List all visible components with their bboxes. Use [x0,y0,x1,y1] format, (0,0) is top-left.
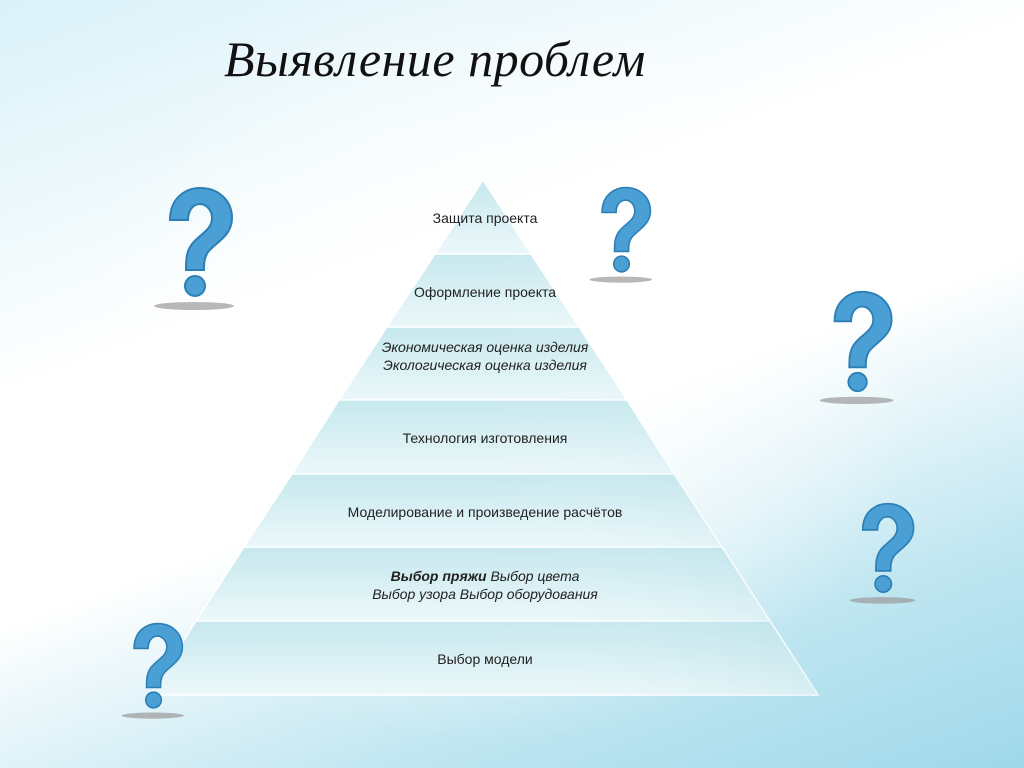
tier-label-5: Моделирование и произведение расчётов [250,503,720,521]
tier-label-2: Оформление проекта [250,283,720,301]
tier-label-4: Технология изготовления [250,429,720,447]
tier-text: Выбор модели [437,651,533,667]
pyramid-shade [483,180,818,695]
tier-text: Оформление проекта [413,284,557,300]
tier-label-1: Защита проекта [250,209,720,227]
slide-title: Выявление проблем [224,31,646,87]
tier-text: Выбор узора Выбор оборудования [372,586,598,602]
tier-label-6: Выбор пряжи Выбор цвета Выбор узора Выбо… [250,567,720,603]
question-mark-icon [154,186,234,310]
tier-text-bold: Выбор пряжи [390,568,487,584]
tier-label-7: Выбор модели [250,650,720,668]
question-mark-icon [589,186,652,283]
tier-text: Экономическая оценка изделия [381,339,589,355]
pyramid-tiers [148,178,820,696]
question-mark-icon [121,622,184,719]
tier-text-line: Выбор пряжи Выбор цвета [250,567,720,585]
tier-text: Защита проекта [432,210,538,226]
question-mark-icon [819,290,894,405]
question-mark-icon [849,502,916,604]
tier-text: Экологическая оценка изделия [383,357,587,373]
tier-text-rest: Выбор цвета [486,568,580,584]
tier-text: Моделирование и произведение расчётов [347,504,623,520]
tier-text: Технология изготовления [402,430,568,446]
tier-label-3: Экономическая оценка изделия Экологическ… [250,338,720,374]
